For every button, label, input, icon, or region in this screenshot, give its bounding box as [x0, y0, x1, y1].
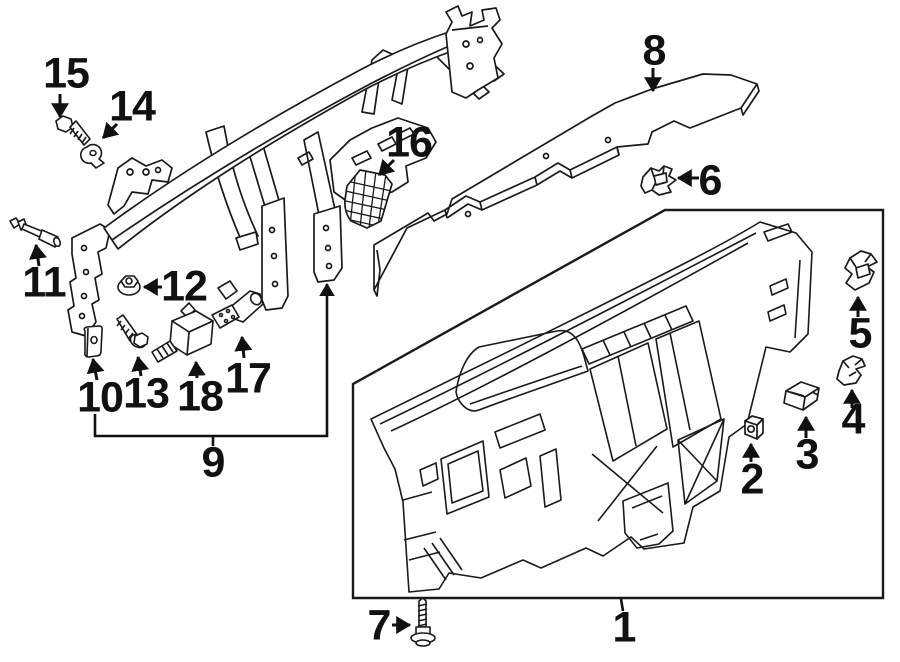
callout-16: 16 [386, 118, 433, 167]
leader-lines [29, 68, 867, 634]
part-15-bolt [55, 115, 91, 146]
part-13-screw [116, 314, 149, 349]
callout-17: 17 [225, 354, 272, 403]
callout-15: 15 [43, 49, 90, 98]
part-8-defroster-panel [373, 73, 760, 297]
part-14-grommet [79, 143, 105, 169]
callout-8: 8 [642, 26, 667, 75]
instrument-panel [370, 221, 813, 593]
callout-5: 5 [848, 309, 873, 358]
callout-3: 3 [795, 430, 820, 479]
callout-4: 4 [841, 395, 866, 444]
callout-18: 18 [177, 372, 224, 421]
callout-7: 7 [367, 601, 392, 650]
part-1-boundary-box [351, 208, 885, 600]
callout-10: 10 [77, 373, 124, 422]
callout-14: 14 [109, 82, 156, 131]
part-11-stud [9, 217, 62, 248]
callout-13: 13 [123, 369, 170, 418]
part-4-clip [836, 355, 866, 386]
callout-1: 1 [612, 603, 637, 652]
part-3-clip [783, 381, 820, 411]
part-6-clip [640, 165, 677, 196]
callout-12: 12 [161, 262, 208, 311]
callout-2: 2 [740, 455, 765, 504]
part-10-bracket [83, 325, 103, 358]
part-17-bracket [211, 280, 264, 329]
part-12-nut [117, 275, 141, 296]
part-2-clip [744, 415, 764, 440]
part-5-clip [844, 250, 878, 291]
callout-6: 6 [698, 156, 723, 205]
part-18-switch [151, 302, 214, 363]
callout-9: 9 [201, 438, 226, 487]
part-16-grille [344, 169, 393, 229]
part-7-screw [410, 597, 436, 647]
callout-11: 11 [22, 258, 66, 307]
